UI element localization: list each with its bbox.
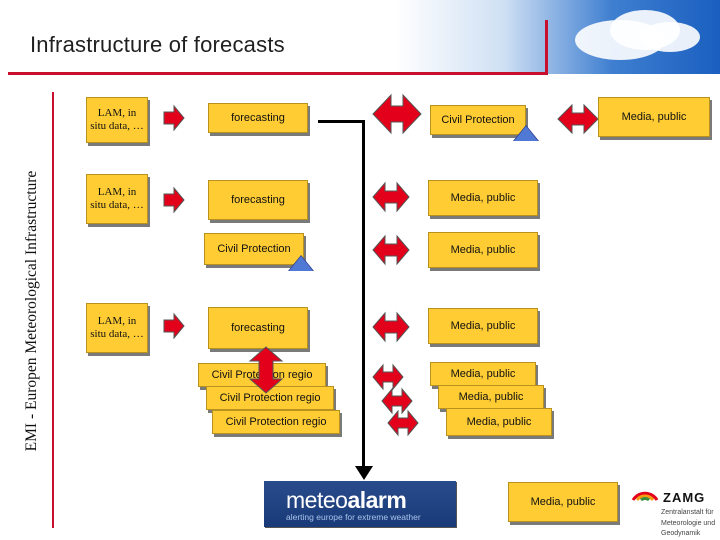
side-label-band: EMI - Europen Meteorological Infrastruct… <box>14 96 50 526</box>
meteoalarm-logo: meteoalarm <box>286 487 407 513</box>
title-divider <box>545 20 548 75</box>
zamg-subtitle: Zentralanstalt für Meteorologie und Geod… <box>661 509 716 537</box>
title-underline <box>8 72 548 75</box>
meteoalarm-tagline: alerting europe for extreme weather <box>286 512 421 522</box>
double-arrow-icon <box>372 363 404 391</box>
right-arrow-icon <box>163 186 185 214</box>
media-box-2: Media, public <box>428 180 538 216</box>
double-arrow-icon <box>372 311 410 343</box>
forecasting-box-1: forecasting <box>208 103 308 133</box>
forecasting-box-2: forecasting <box>208 180 308 220</box>
vertical-double-arrow-icon <box>248 346 284 394</box>
lam-box-1: LAM, in situ data, … <box>86 97 148 143</box>
side-label: EMI - Europen Meteorological Infrastruct… <box>23 170 40 452</box>
media-box-final: Media, public <box>508 482 618 522</box>
distribution-arrowhead <box>355 466 373 480</box>
double-arrow-icon <box>372 181 410 213</box>
media-regio-box-1: Media, public <box>430 362 536 386</box>
double-arrow-icon <box>557 103 599 135</box>
page-title: Infrastructure of forecasts <box>30 32 285 57</box>
civil-protection-regio-box-3: Civil Protection regio <box>212 410 340 434</box>
right-arrow-icon <box>163 104 185 132</box>
zamg-rainbow-icon <box>631 491 659 502</box>
cloud-decoration <box>640 22 700 52</box>
media-box-3: Media, public <box>428 232 538 268</box>
media-regio-box-3: Media, public <box>446 408 552 436</box>
zamg-logo-text: ZAMG <box>663 490 706 505</box>
media-regio-box-2: Media, public <box>438 385 544 409</box>
double-arrow-icon <box>387 409 419 437</box>
media-box-1: Media, public <box>598 97 710 137</box>
distribution-line-top <box>318 120 364 123</box>
double-arrow-icon <box>372 93 422 135</box>
distribution-line-main <box>362 120 365 472</box>
double-arrow-icon <box>381 387 413 415</box>
civil-protection-box-1: Civil Protection <box>430 105 526 135</box>
right-arrow-icon <box>163 312 185 340</box>
lam-box-2: LAM, in situ data, … <box>86 174 148 224</box>
side-divider <box>52 92 54 528</box>
civil-protection-box-2: Civil Protection <box>204 233 304 265</box>
forecasting-box-3: forecasting <box>208 307 308 349</box>
media-box-4: Media, public <box>428 308 538 344</box>
lam-box-3: LAM, in situ data, … <box>86 303 148 353</box>
double-arrow-icon <box>372 234 410 266</box>
meteoalarm-banner: meteoalarm alerting europe for extreme w… <box>264 481 456 527</box>
header-banner: Infrastructure of forecasts <box>0 0 720 74</box>
